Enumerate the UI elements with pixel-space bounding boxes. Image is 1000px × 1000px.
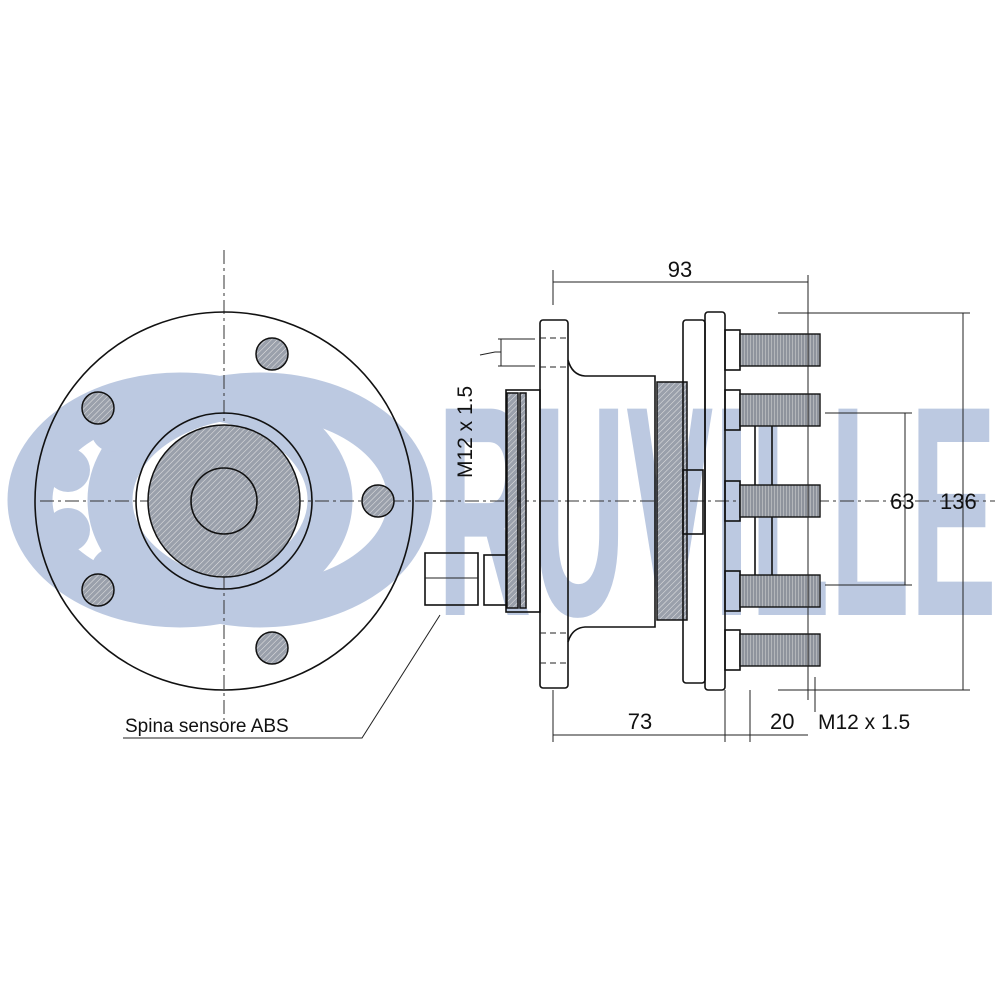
dim-hub-length: 73: [628, 709, 652, 734]
hub-bore: [190, 467, 258, 535]
wheel-stud: [724, 389, 821, 431]
wheel-stud: [724, 570, 821, 612]
watermark-ring-right: [87, 372, 433, 628]
thread-spec-left: M12 x 1.5: [454, 386, 477, 478]
thread-spec-bottom: M12 x 1.5: [818, 711, 910, 734]
wheel-stud: [724, 480, 821, 522]
pilot-ring: [135, 412, 313, 590]
bearing-face: [147, 424, 301, 578]
dimension-lines: [123, 270, 970, 742]
bolt-hole: [361, 484, 395, 518]
flange-outline: [34, 311, 414, 691]
bolt-hole: [255, 631, 289, 665]
dim-overall-length: 93: [668, 257, 692, 282]
mounting-flange: [539, 319, 569, 689]
wheel-stud: [724, 629, 821, 671]
hub-front-view: [34, 311, 414, 691]
hub-body: [567, 359, 656, 643]
abs-sensor-plug: [424, 552, 479, 606]
ruville-watermark: RUVILLE: [7, 343, 997, 679]
wheel-studs: [724, 329, 821, 671]
bolt-hole: [81, 391, 115, 425]
dim-flange-diameter: 136: [940, 489, 977, 514]
bolt-hole: [81, 573, 115, 607]
wheel-stud: [724, 329, 821, 371]
abs-sensor-label: Spina sensore ABS: [125, 716, 289, 737]
dim-pilot-diameter: 63: [890, 489, 914, 514]
bolt-hole: [255, 337, 289, 371]
bearing-section: [656, 381, 688, 621]
hub-side-view: [424, 311, 821, 691]
watermark-brand: RUVILLE: [437, 343, 997, 679]
dim-stud-length: 20: [770, 709, 794, 734]
